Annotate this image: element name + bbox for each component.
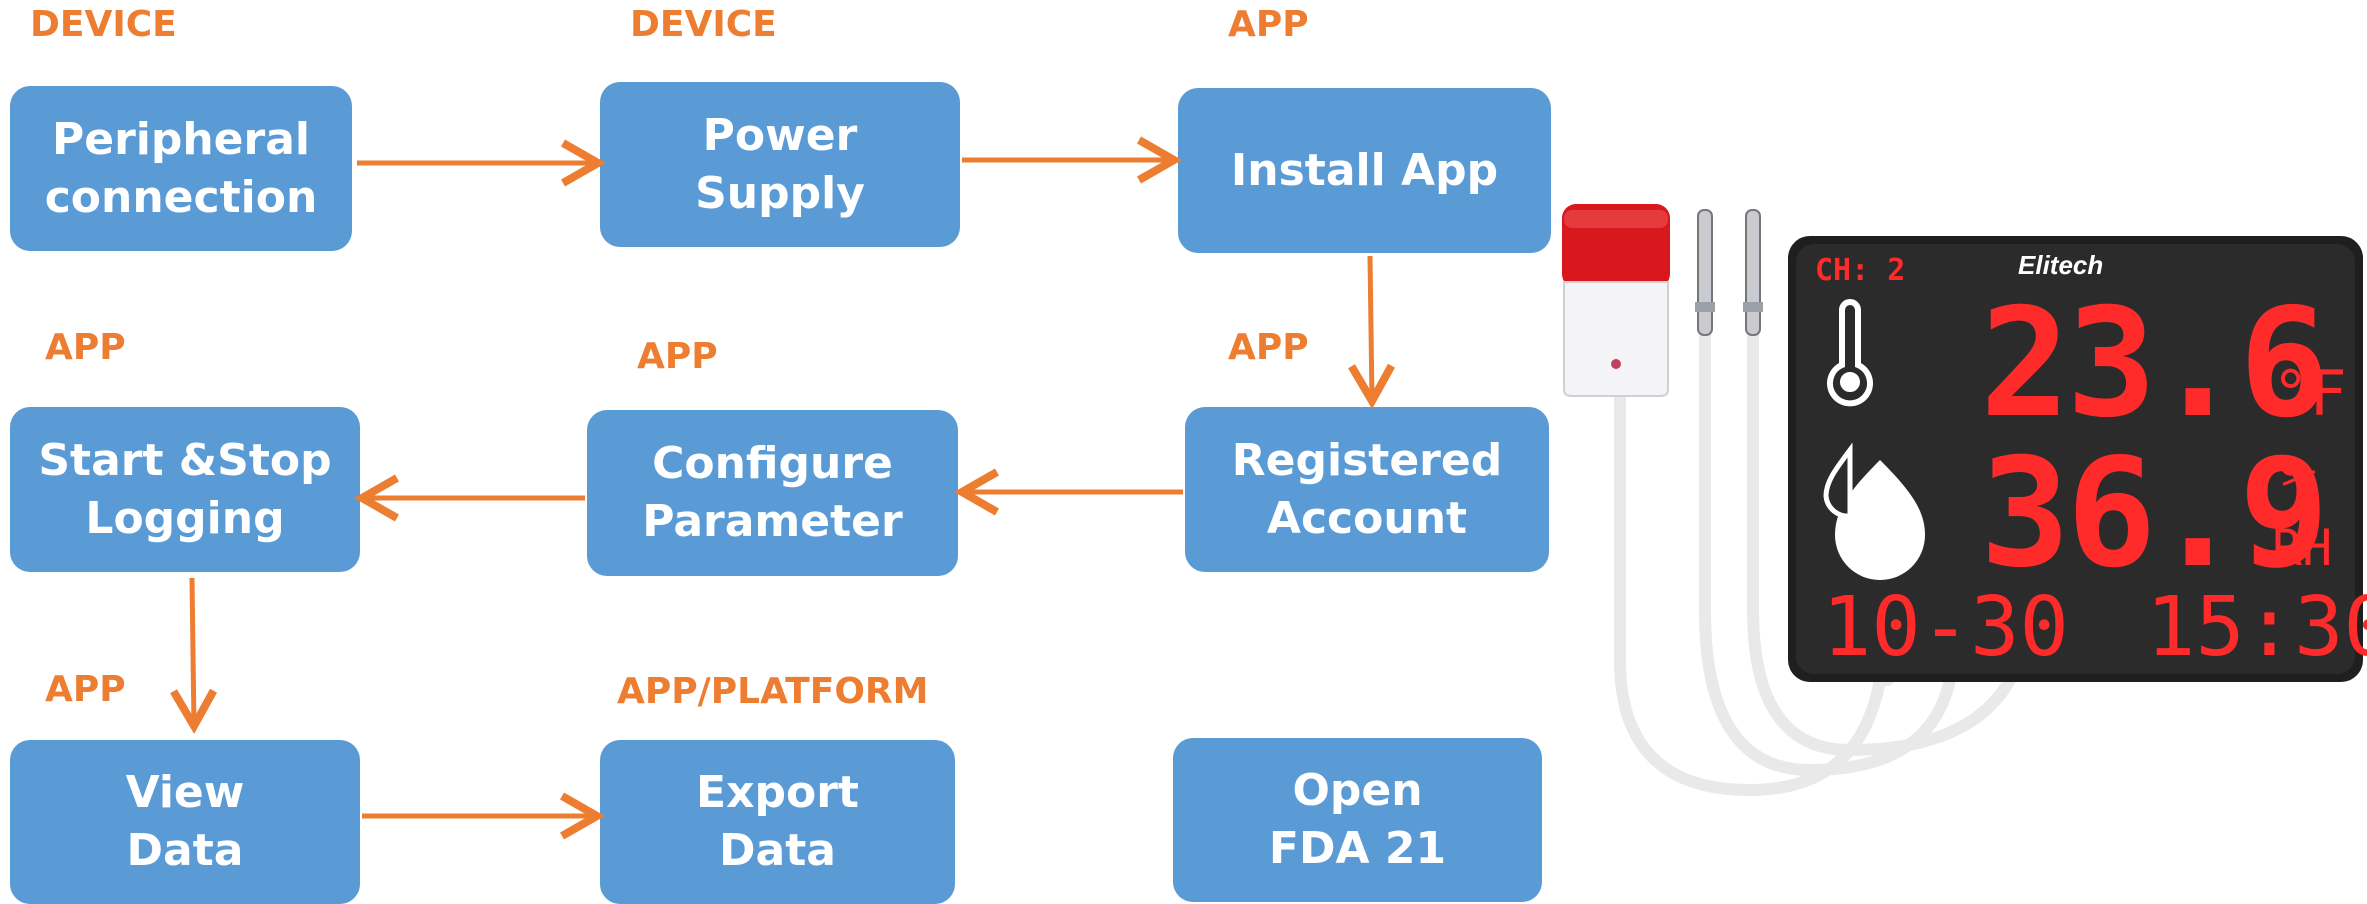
step-label-line1: View (125, 767, 245, 818)
step-label-line2: FDA 21 (1268, 823, 1447, 874)
step-label-line2: Data (126, 825, 244, 876)
tag-registered: APP (1228, 327, 1309, 368)
step-view-data: View Data (10, 740, 360, 904)
arrow-install-to-registered (1348, 255, 1396, 410)
step-label-line1: Start &Stop (38, 434, 332, 486)
temperature-humidity-monitor: CH: 2 Elitech 23.6 °F 36.9 % RH 10-30 15… (1562, 204, 2367, 797)
step-label-line1: Registered (1231, 434, 1503, 486)
humidity-unit-rh: RH (2272, 519, 2332, 577)
step-export-data: Export Data (600, 740, 955, 904)
step-label-line2: Data (719, 825, 836, 876)
temperature-unit: °F (2272, 357, 2347, 430)
date-readout: 10-30 (1822, 580, 2069, 675)
step-label-line1: Export (696, 767, 859, 818)
step-label-line1: Configure (652, 438, 893, 489)
brand-logo: Elitech (2018, 250, 2103, 280)
step-label-line1: Power (702, 109, 858, 161)
humidity-readout: 36.9 (1980, 427, 2325, 601)
step-install-app: Install App (1178, 88, 1551, 253)
step-label-line1: Open (1292, 765, 1423, 816)
temperature-readout: 23.6 (1980, 277, 2325, 451)
tag-configure: APP (637, 336, 718, 377)
step-peripheral-connection: Peripheral connection (10, 86, 352, 251)
step-label-line2: Account (1266, 492, 1468, 544)
flow-arrows (170, 136, 1396, 840)
step-label-line2: Supply (695, 167, 865, 219)
alarm-light-icon (1562, 204, 1670, 397)
step-label-line1: Install App (1230, 144, 1499, 196)
probe-icon (1695, 209, 1763, 336)
step-label-line2: Logging (85, 492, 285, 544)
step-label-line1: Peripheral (51, 113, 310, 165)
arrow-start-to-view (170, 577, 218, 735)
step-configure-parameter: Configure Parameter (587, 410, 958, 576)
tag-export: APP/PLATFORM (617, 671, 929, 712)
tag-peripheral: DEVICE (30, 4, 177, 45)
display-panel (1788, 236, 2363, 682)
tag-power: DEVICE (630, 4, 777, 45)
step-power-supply: Power Supply (600, 82, 960, 247)
step-open-fda-21: Open FDA 21 (1173, 738, 1542, 902)
humidity-unit: % (2280, 442, 2317, 515)
step-registered-account: Registered Account (1185, 407, 1549, 572)
time-readout: 15:30 (2146, 580, 2367, 675)
channel-readout: CH: 2 (1815, 253, 1905, 288)
humidity-drop-icon (1823, 442, 1925, 580)
step-label-line2: connection (44, 171, 318, 223)
tag-install: APP (1228, 4, 1309, 45)
tag-start-stop: APP (45, 327, 126, 368)
tag-view: APP (45, 669, 126, 710)
step-label-line2: Parameter (642, 496, 903, 547)
step-start-stop-logging: Start &Stop Logging (10, 407, 360, 572)
thermometer-icon (1827, 299, 1873, 407)
